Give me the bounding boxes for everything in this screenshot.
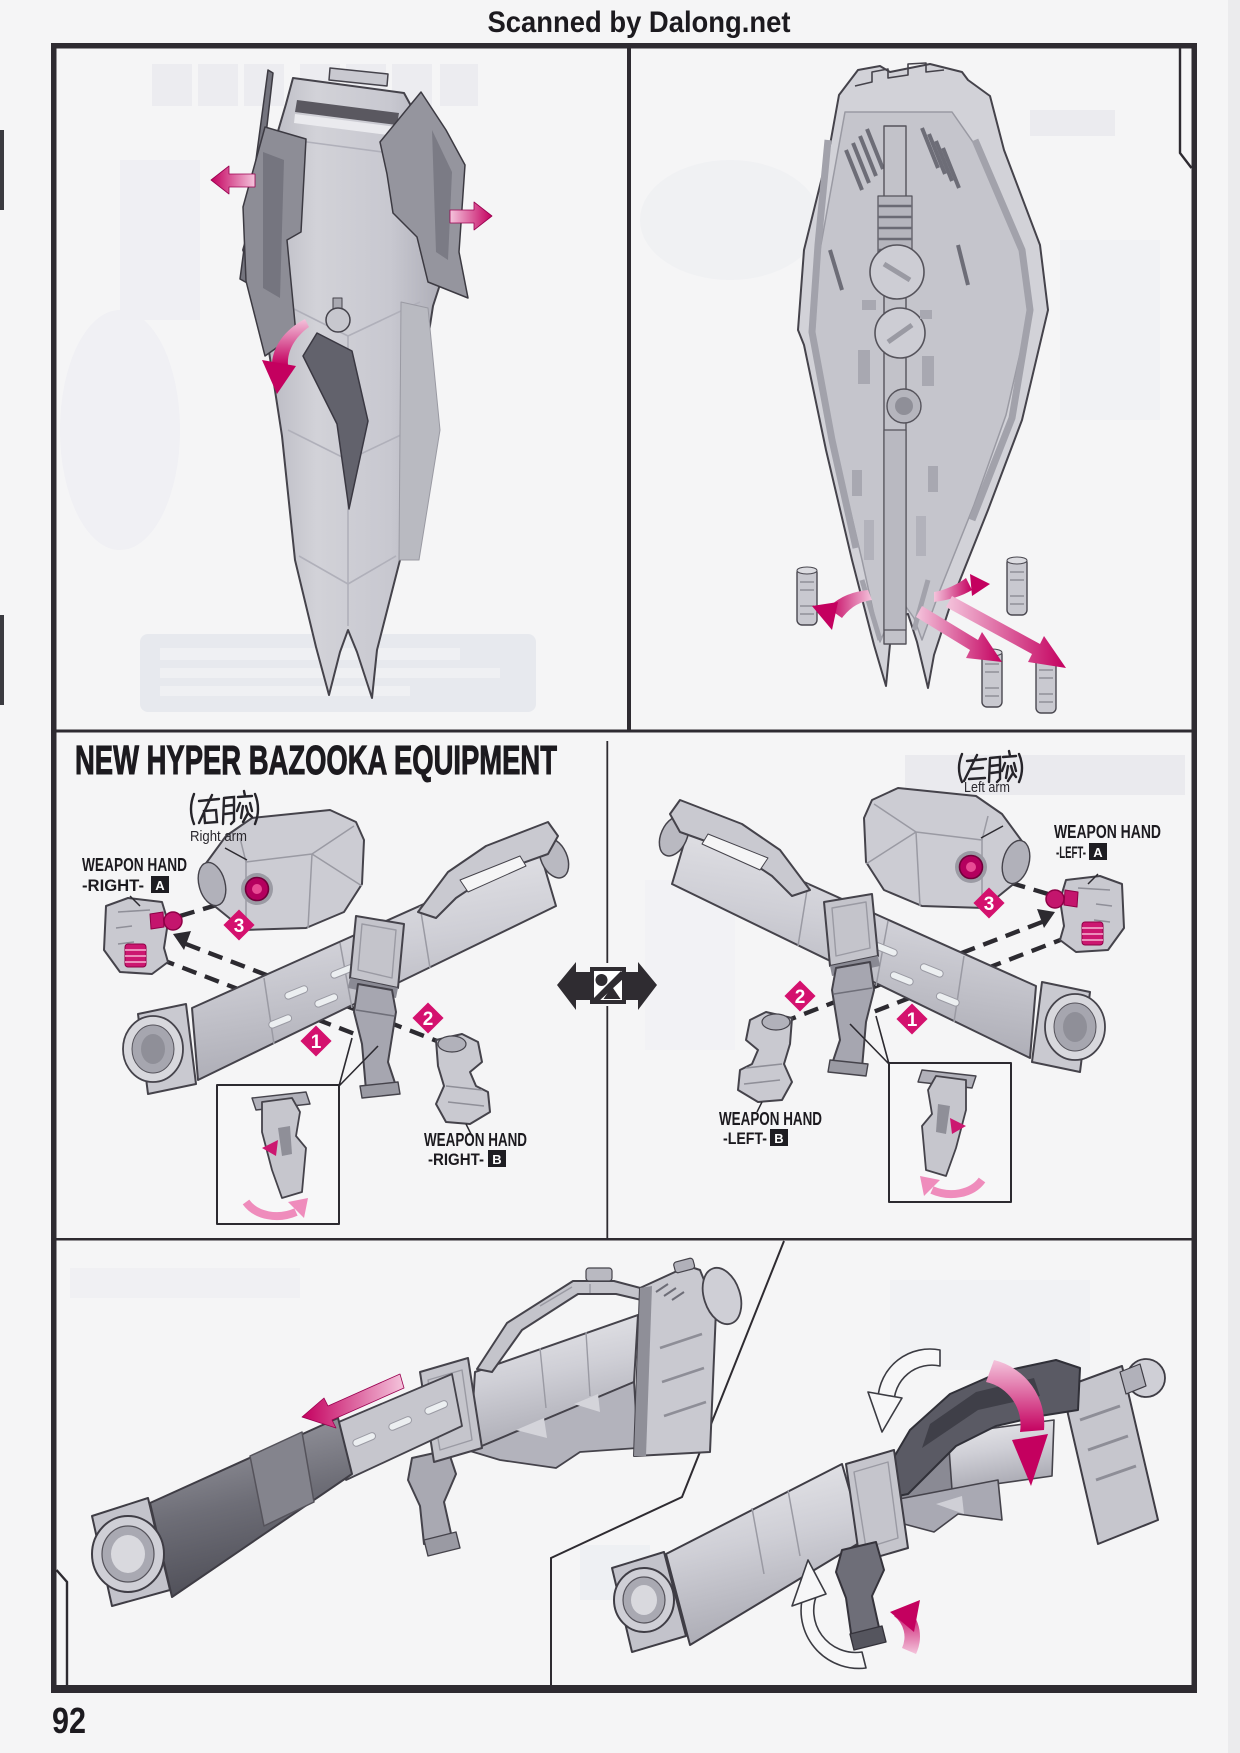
svg-text:3: 3 xyxy=(234,916,245,937)
svg-text:2: 2 xyxy=(795,987,806,1008)
svg-text:Scanned by Dalong.net: Scanned by Dalong.net xyxy=(488,6,791,39)
svg-text:1: 1 xyxy=(311,1032,322,1053)
svg-text:-RIGHT-: -RIGHT- xyxy=(428,1150,484,1169)
svg-text:2: 2 xyxy=(423,1009,434,1030)
svg-text:B: B xyxy=(774,1131,783,1146)
svg-text:WEAPON HAND: WEAPON HAND xyxy=(82,855,187,875)
svg-text:-LEFT-: -LEFT- xyxy=(723,1129,767,1148)
svg-text:A: A xyxy=(1093,845,1103,860)
svg-text:1: 1 xyxy=(907,1010,918,1031)
svg-text:-LEFT-: -LEFT- xyxy=(1056,843,1086,862)
svg-text:Right arm: Right arm xyxy=(190,828,247,845)
svg-text:NEW HYPER BAZOOKA EQUIPMENT: NEW HYPER BAZOOKA EQUIPMENT xyxy=(75,737,557,783)
svg-text:WEAPON HAND: WEAPON HAND xyxy=(719,1109,822,1129)
svg-text:A: A xyxy=(155,878,165,893)
svg-text:3: 3 xyxy=(984,894,995,915)
svg-text:-RIGHT-: -RIGHT- xyxy=(82,876,144,895)
svg-text:B: B xyxy=(492,1152,501,1167)
svg-text:92: 92 xyxy=(52,1700,86,1741)
svg-text:Left arm: Left arm xyxy=(964,779,1010,796)
svg-text:WEAPON HAND: WEAPON HAND xyxy=(1054,822,1161,842)
svg-text:WEAPON HAND: WEAPON HAND xyxy=(424,1130,527,1150)
